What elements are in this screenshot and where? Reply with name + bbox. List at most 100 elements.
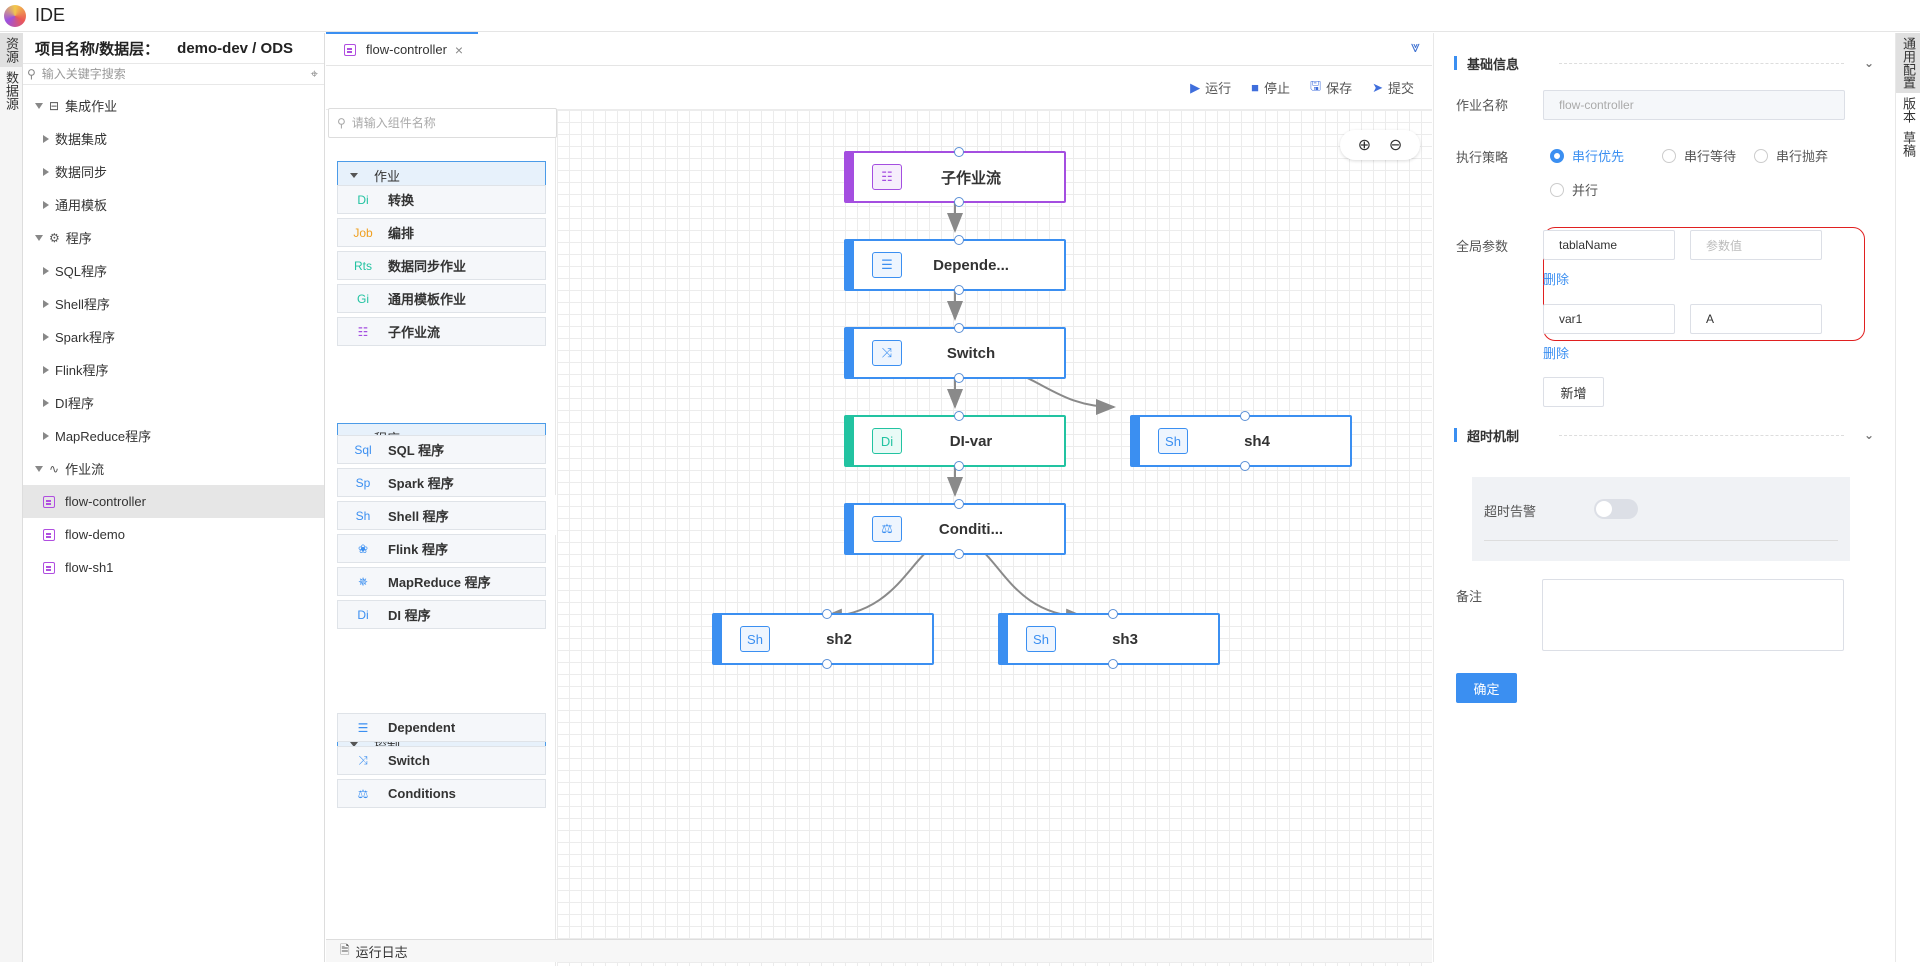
node-port-in[interactable]: [954, 147, 964, 157]
node-dependent[interactable]: ☰ Depende...: [844, 235, 1066, 295]
node-port-in[interactable]: [1240, 411, 1250, 421]
tree-item[interactable]: Spark程序: [23, 320, 324, 353]
tab-resources[interactable]: 资源: [0, 33, 23, 67]
node-sh3[interactable]: Sh sh3: [998, 609, 1220, 669]
radio-serial-discard[interactable]: 串行抛弃: [1754, 146, 1828, 165]
palette-item[interactable]: ☷子作业流: [337, 317, 546, 346]
palette-item[interactable]: ☰Dependent: [337, 713, 546, 742]
node-subflow[interactable]: ☷ 子作业流: [844, 147, 1066, 207]
caret-right-icon[interactable]: [43, 431, 49, 440]
node-switch[interactable]: ⤨ Switch: [844, 323, 1066, 383]
caret-right-icon[interactable]: [43, 398, 49, 407]
caret-down-icon[interactable]: [35, 102, 43, 109]
delete-param-link[interactable]: 删除: [1543, 272, 1570, 287]
param-value-input[interactable]: 参数值: [1690, 230, 1822, 260]
tab-general-config[interactable]: 通用配置: [1896, 33, 1920, 93]
palette-search-input[interactable]: [351, 116, 556, 130]
stop-button[interactable]: ■停止: [1251, 80, 1290, 96]
node-port-out[interactable]: [1240, 461, 1250, 471]
radio-serial-wait[interactable]: 串行等待: [1662, 146, 1736, 165]
caret-down-icon[interactable]: [35, 234, 43, 241]
param-value-input[interactable]: A: [1690, 304, 1822, 334]
node-port-out[interactable]: [954, 461, 964, 471]
node-port-out[interactable]: [822, 659, 832, 669]
chevron-down-icon[interactable]: ⌄: [1863, 428, 1874, 442]
close-icon[interactable]: ×: [454, 41, 464, 58]
tree-search-input[interactable]: [41, 67, 311, 81]
radio-parallel[interactable]: 并行: [1550, 180, 1598, 199]
tab-version[interactable]: 版本: [1901, 97, 1916, 123]
palette-item[interactable]: ✵MapReduce 程序: [337, 567, 546, 596]
node-sh2[interactable]: Sh sh2: [712, 609, 934, 669]
submit-button[interactable]: ➤提交: [1372, 79, 1414, 97]
locate-icon[interactable]: ⌖: [310, 66, 318, 81]
caret-right-icon[interactable]: [43, 200, 49, 209]
tree-item[interactable]: Shell程序: [23, 287, 324, 320]
save-button[interactable]: 🖫保存: [1310, 77, 1352, 99]
caret-right-icon[interactable]: [43, 167, 49, 176]
caret-right-icon[interactable]: [43, 332, 49, 341]
tab-draft[interactable]: 草稿: [1901, 131, 1916, 157]
palette-item[interactable]: ⚖Conditions: [337, 779, 546, 808]
run-log-tab[interactable]: 运行日志: [355, 944, 408, 960]
tab-flow-controller[interactable]: flow-controller ×: [326, 32, 478, 65]
job-name-field[interactable]: flow-controller: [1543, 90, 1845, 120]
node-port-in[interactable]: [1108, 609, 1118, 619]
tab-datasource[interactable]: 数据源: [4, 71, 19, 110]
tree-item[interactable]: 数据集成: [23, 122, 324, 155]
tree-item[interactable]: 通用模板: [23, 188, 324, 221]
confirm-button[interactable]: 确定: [1456, 673, 1517, 703]
remark-textarea[interactable]: [1542, 579, 1844, 651]
delete-param-link[interactable]: 删除: [1543, 346, 1570, 361]
chevron-down-icon[interactable]: ⌄: [1863, 56, 1874, 70]
caret-right-icon[interactable]: [43, 266, 49, 275]
node-port-out[interactable]: [954, 285, 964, 295]
node-port-out[interactable]: [954, 549, 964, 559]
node-port-out[interactable]: [954, 197, 964, 207]
zoom-in-icon[interactable]: ⊕: [1357, 137, 1372, 154]
tree-folder[interactable]: ∿作业流: [23, 452, 324, 485]
tree-item[interactable]: flow-controller: [23, 485, 324, 518]
caret-right-icon[interactable]: [43, 299, 49, 308]
param-name-input[interactable]: tablaName: [1543, 230, 1675, 260]
node-port-in[interactable]: [822, 609, 832, 619]
zoom-out-icon[interactable]: ⊖: [1388, 137, 1403, 154]
collapse-icon[interactable]: ⩔: [1410, 39, 1420, 56]
node-port-out[interactable]: [954, 373, 964, 383]
palette-item[interactable]: ⤨Switch: [337, 746, 546, 775]
caret-down-icon[interactable]: [35, 465, 43, 472]
tree-item[interactable]: flow-sh1: [23, 551, 324, 584]
tree-folder[interactable]: ⊟集成作业: [23, 89, 324, 122]
node-divar[interactable]: Di DI-var: [844, 411, 1066, 471]
add-param-button[interactable]: 新增: [1543, 377, 1604, 407]
node-sh4[interactable]: Sh sh4: [1130, 411, 1352, 471]
tree-item[interactable]: Flink程序: [23, 353, 324, 386]
param-name-input[interactable]: var1: [1543, 304, 1675, 334]
node-port-out[interactable]: [1108, 659, 1118, 669]
workflow-canvas[interactable]: ⊕ ⊖ ☷ 子作业流 ☰: [557, 110, 1432, 966]
run-button[interactable]: ▶运行: [1190, 79, 1232, 97]
caret-right-icon[interactable]: [43, 134, 49, 143]
node-conditions[interactable]: ⚖ Conditi...: [844, 499, 1066, 559]
node-port-in[interactable]: [954, 235, 964, 245]
tree-item[interactable]: flow-demo: [23, 518, 324, 551]
node-port-in[interactable]: [954, 323, 964, 333]
tree-item[interactable]: SQL程序: [23, 254, 324, 287]
tree-item[interactable]: DI程序: [23, 386, 324, 419]
tree-item[interactable]: 数据同步: [23, 155, 324, 188]
node-port-in[interactable]: [954, 411, 964, 421]
timeout-alarm-toggle[interactable]: [1594, 499, 1638, 519]
node-port-in[interactable]: [954, 499, 964, 509]
tree-item[interactable]: MapReduce程序: [23, 419, 324, 452]
section-basic-info[interactable]: 基础信息⌄: [1454, 51, 1874, 75]
radio-serial-priority[interactable]: 串行优先: [1550, 146, 1624, 165]
caret-right-icon[interactable]: [43, 365, 49, 374]
tree-folder[interactable]: ⚙程序: [23, 221, 324, 254]
